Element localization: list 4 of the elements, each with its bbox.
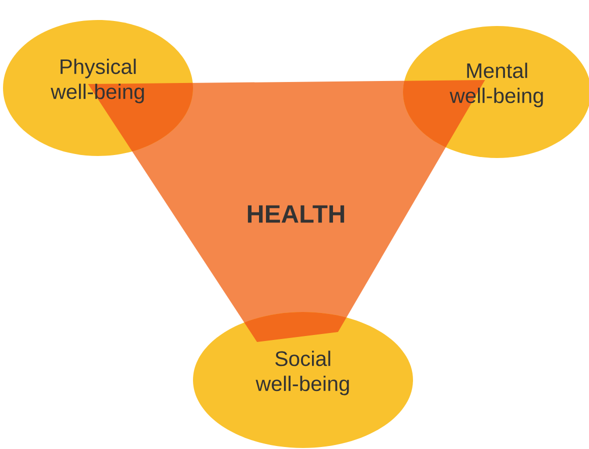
node-label: Mental xyxy=(467,62,528,78)
node-label: Physical xyxy=(60,58,136,78)
node-label: Social well-being xyxy=(256,350,349,396)
ellipse-node: Social well-being xyxy=(193,312,413,448)
